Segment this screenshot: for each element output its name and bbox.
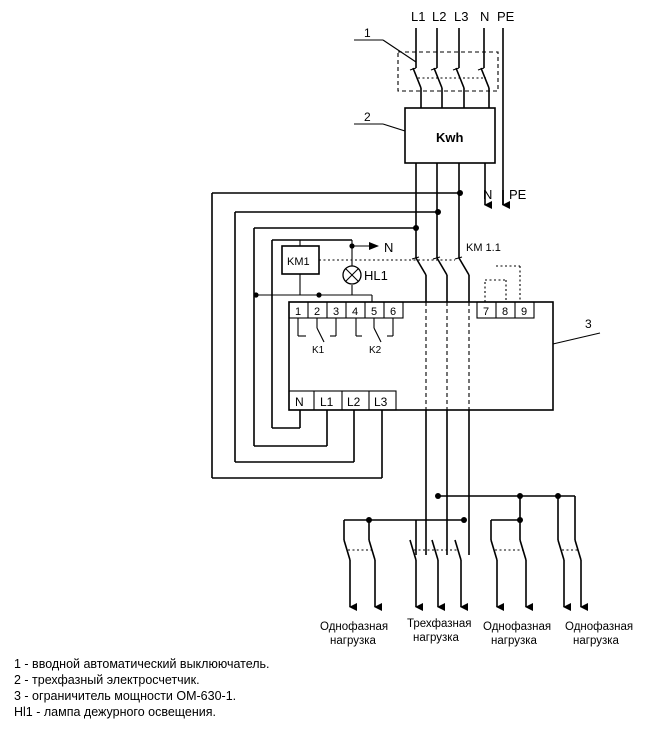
- legend-item-3: 3 - ограничитель мощности ОМ-630-1.: [14, 689, 237, 703]
- terminal-l1: L1: [320, 395, 334, 409]
- relay-contact-k2: K2: [369, 345, 382, 356]
- supply-label-l2: L2: [432, 9, 446, 24]
- out-label-pe: PE: [509, 187, 527, 202]
- supply-label-l3: L3: [454, 9, 468, 24]
- lamp-icon: [342, 265, 362, 285]
- load-1-line2: нагрузка: [330, 635, 377, 647]
- terminal-5: 5: [371, 306, 377, 318]
- control-loops: [211, 192, 460, 479]
- terminal-1: 1: [295, 306, 301, 318]
- terminal-4: 4: [352, 306, 358, 318]
- terminal-6: 6: [390, 306, 396, 318]
- supply-label-pe: PE: [497, 9, 515, 24]
- load-distribution: [343, 495, 576, 555]
- meter-label: Kwh: [436, 130, 464, 145]
- supply-wires: [415, 28, 504, 205]
- load-3-line2: нагрузка: [491, 635, 538, 647]
- power-limiter: [288, 301, 554, 411]
- load-2-line2: нагрузка: [413, 632, 460, 644]
- terminal-block-top: [288, 301, 404, 319]
- lamp-label: HL1: [364, 268, 388, 283]
- supply-label-l1: L1: [411, 9, 425, 24]
- relay-contact-k1: K1: [312, 345, 325, 356]
- relay-n-label: N: [384, 240, 393, 255]
- legend: 1 - вводной автоматический выклюючатель.…: [14, 656, 270, 720]
- load-1-line1: Однофазная: [320, 621, 388, 633]
- load-2-line1: Трехфазная: [407, 618, 472, 630]
- legend-item-2: 2 - трехфазный электросчетчик.: [14, 673, 200, 687]
- contactor-contacts-label: KM 1.1: [466, 242, 501, 254]
- terminal-block-right: [476, 265, 535, 319]
- energy-meter: [404, 107, 496, 164]
- coil-wiring: [256, 240, 379, 302]
- terminal-2: 2: [314, 306, 320, 318]
- terminal-n: N: [295, 395, 304, 409]
- load-4-line2: нагрузка: [573, 635, 620, 647]
- legend-item-1: 1 - вводной автоматический выклюючатель.: [14, 657, 270, 671]
- supply-label-n: N: [480, 9, 489, 24]
- terminal-l3: L3: [374, 395, 388, 409]
- terminal-7: 7: [483, 306, 489, 318]
- legend-item-4: Hl1 - лампа дежурного освещения.: [14, 705, 217, 719]
- terminal-8: 8: [502, 306, 508, 318]
- terminal-9: 9: [521, 306, 527, 318]
- limiter-passthrough: [425, 302, 470, 410]
- callout-1: 1: [364, 26, 371, 40]
- terminal-l2: L2: [347, 395, 361, 409]
- relay-contacts: [297, 318, 394, 343]
- input-circuit-breaker: [397, 51, 499, 92]
- load-4-line1: Однофазная: [565, 621, 633, 633]
- out-label-n: N: [483, 187, 492, 202]
- contactor-coil-label: KM1: [287, 256, 310, 268]
- breaker-to-meter-wires: [420, 88, 490, 108]
- terminal-3: 3: [333, 306, 339, 318]
- load-outputs: [349, 560, 588, 611]
- terminal-block-bottom: [288, 390, 397, 411]
- contactor-contacts: [411, 256, 470, 290]
- load-3-line1: Однофазная: [483, 621, 551, 633]
- callout-2: 2: [364, 110, 371, 124]
- branch-breakers: [343, 539, 582, 561]
- callout-3: 3: [585, 317, 592, 331]
